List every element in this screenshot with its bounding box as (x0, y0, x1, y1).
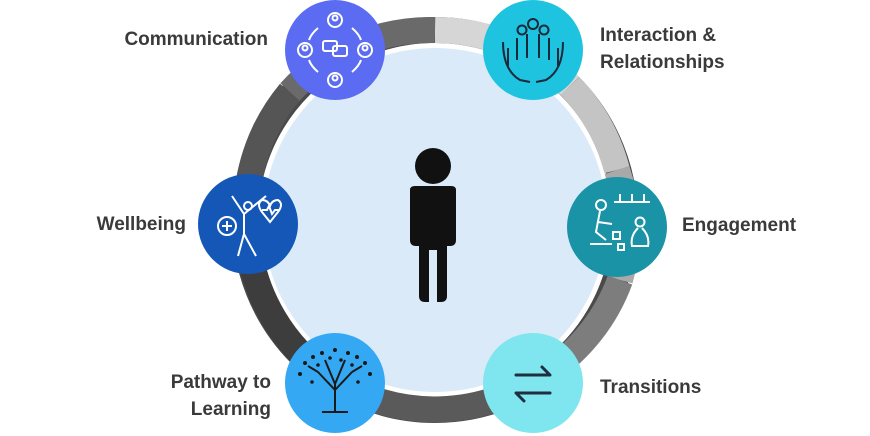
label-pathway: Pathway to Learning (171, 369, 271, 423)
label-wellbeing: Wellbeing (97, 211, 186, 238)
label-pathway-line-2: Learning (190, 399, 271, 420)
tree-icon (298, 348, 372, 413)
swap-arrows-icon (514, 365, 552, 403)
hands-group-icon (502, 18, 564, 83)
node-engagement-circle (567, 177, 667, 277)
node-pathway[interactable] (285, 333, 385, 433)
node-transitions[interactable] (483, 333, 583, 433)
node-transitions-circle (483, 333, 583, 433)
active-person-health-icon (217, 195, 282, 257)
node-wellbeing-circle (198, 174, 298, 274)
label-engagement: Engagement (682, 212, 796, 239)
label-engagement-line: Engagement (682, 215, 797, 236)
label-interaction-line-1: Interaction & (600, 25, 717, 46)
node-communication[interactable] (285, 0, 385, 100)
ring-segment-lighter (560, 76, 630, 174)
children-playing-icon (590, 194, 650, 251)
label-pathway-line-1: Pathway to (170, 372, 271, 393)
node-interaction[interactable] (483, 0, 583, 100)
node-interaction-circle (483, 0, 583, 100)
label-transitions-line: Transitions (600, 377, 702, 398)
label-wellbeing-line: Wellbeing (96, 214, 186, 235)
label-transitions: Transitions (600, 374, 701, 401)
node-engagement[interactable] (567, 177, 667, 277)
label-interaction-line-2: Relationships (600, 52, 725, 73)
communication-cycle-icon (297, 12, 373, 88)
label-communication: Communication (124, 26, 268, 53)
label-interaction: Interaction & Relationships (600, 22, 725, 76)
node-wellbeing[interactable] (198, 174, 298, 274)
label-communication-line: Communication (124, 29, 268, 50)
person-icon (410, 148, 456, 302)
